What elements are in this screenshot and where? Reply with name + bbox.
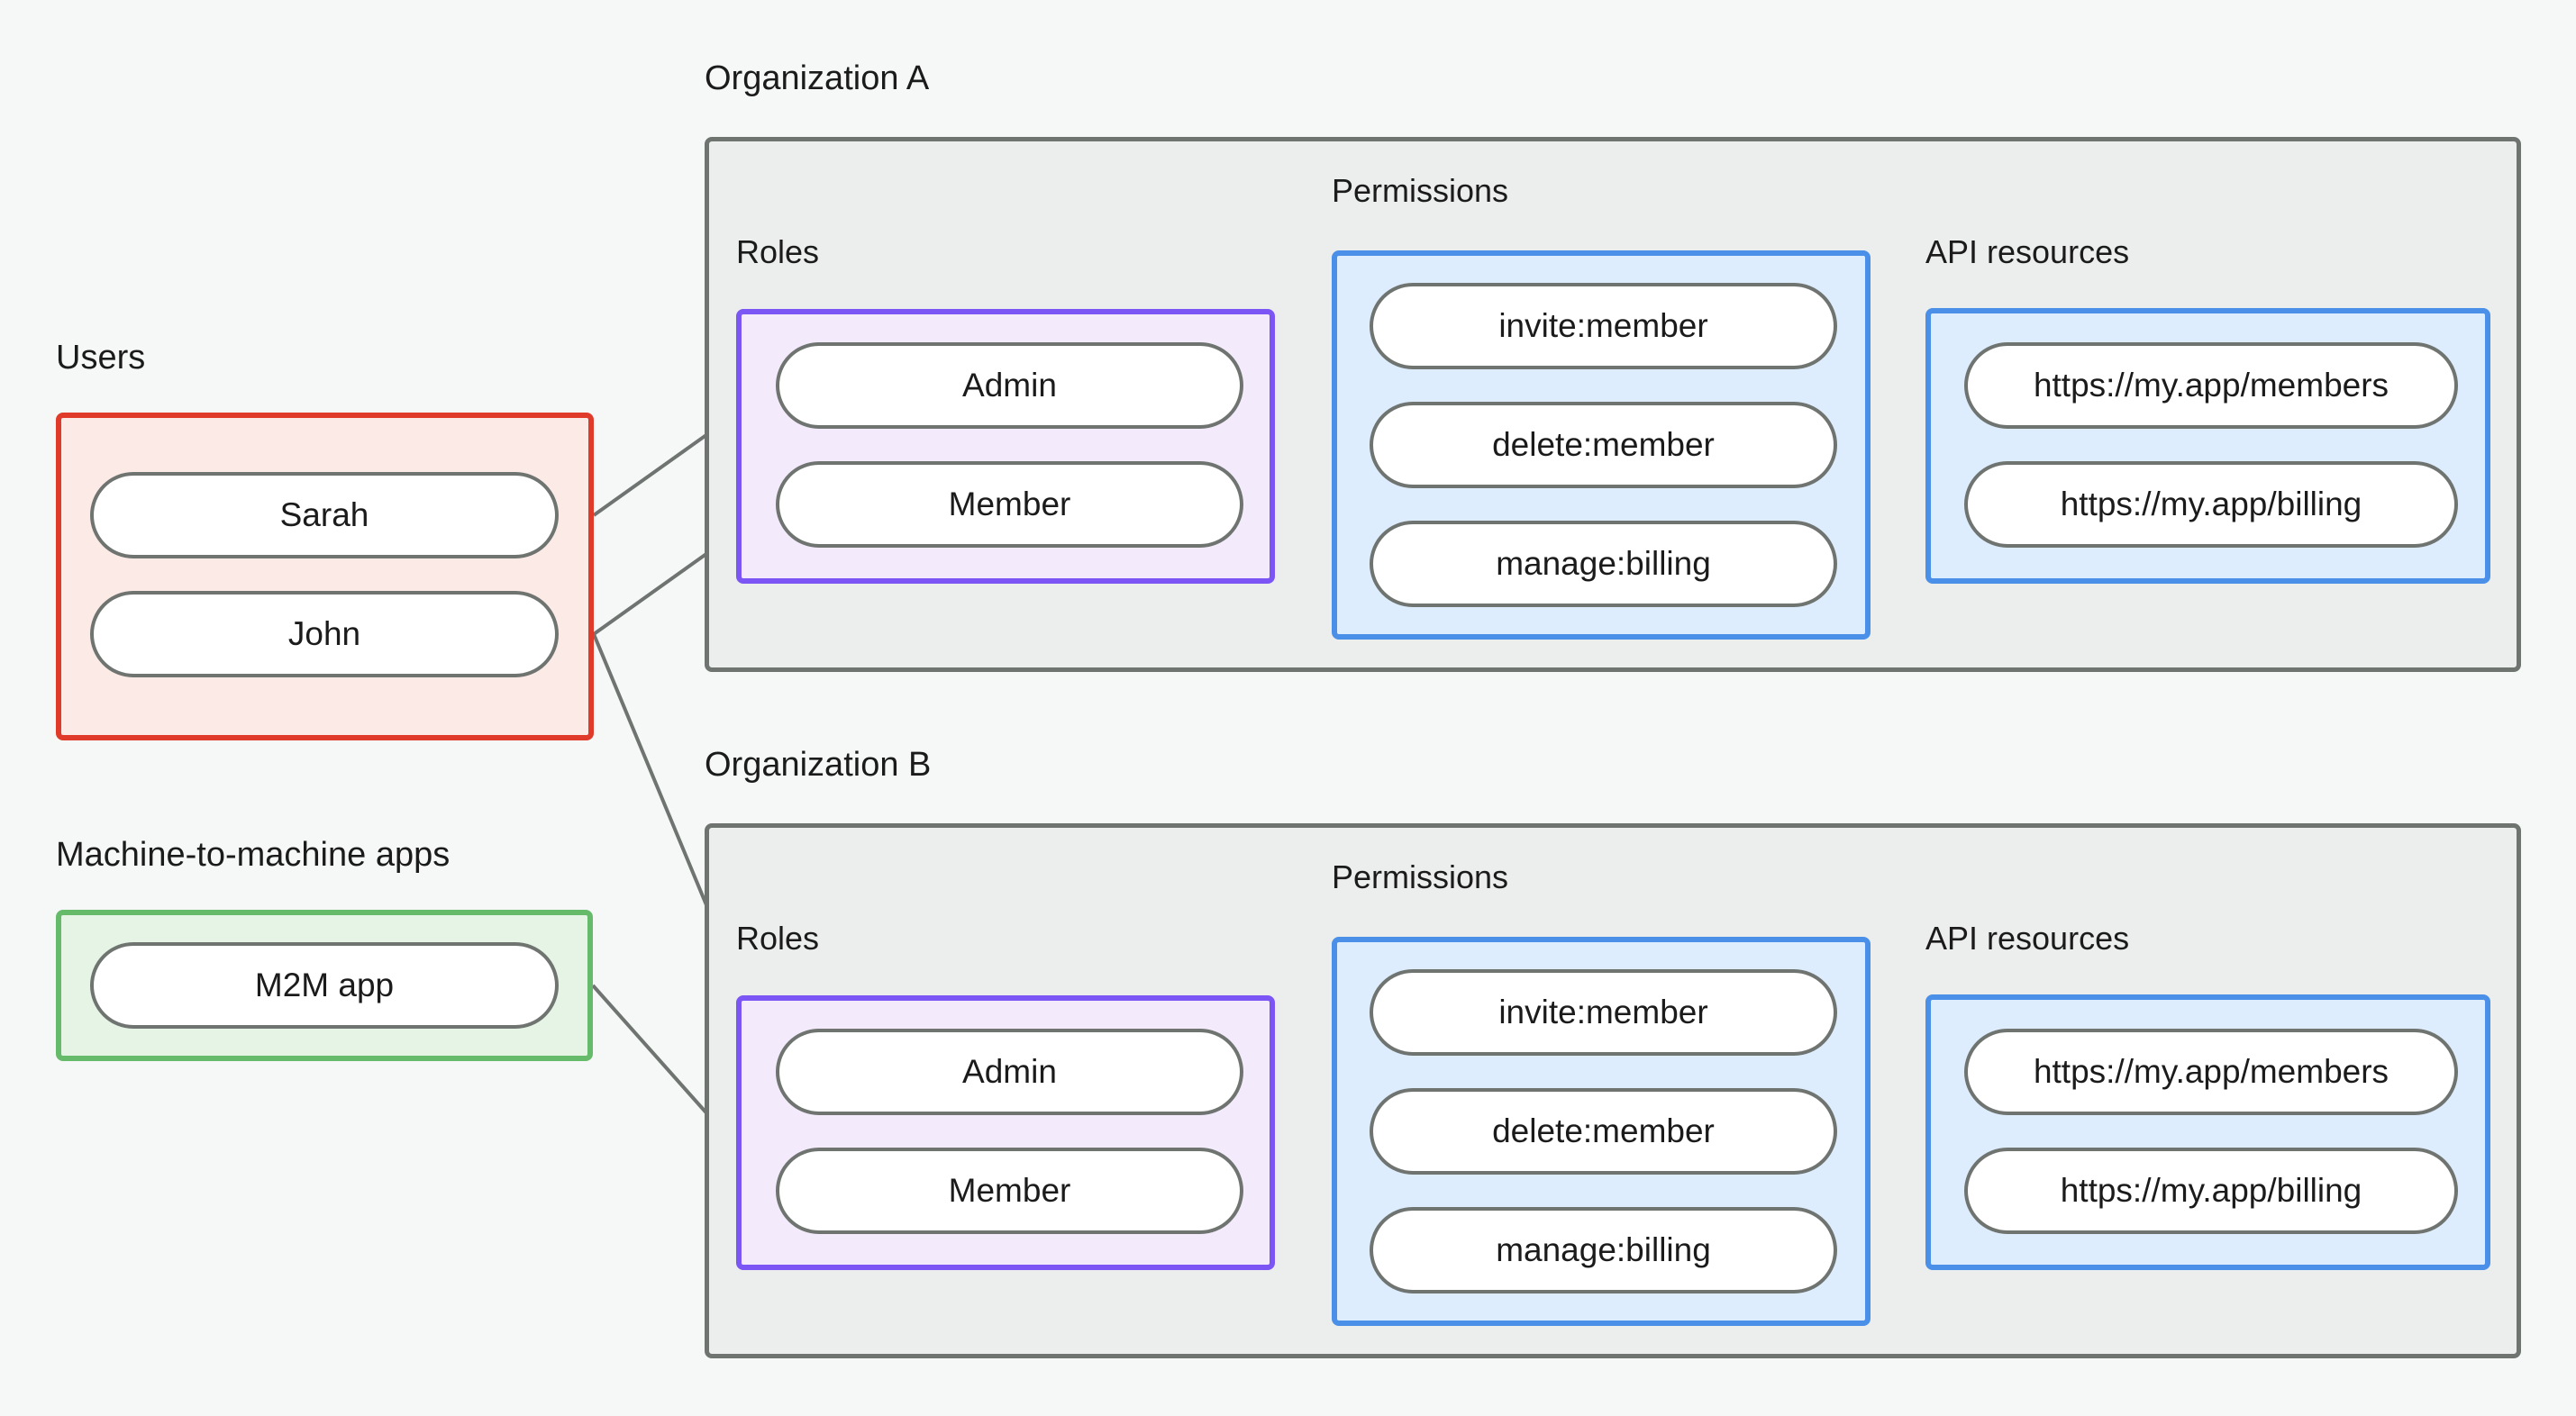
- orgB-permission-node-manage-billing[interactable]: manage:billing: [1370, 1207, 1837, 1293]
- m2m-node-app[interactable]: M2M app: [90, 942, 559, 1029]
- orgB-role-node-member[interactable]: Member: [776, 1148, 1243, 1234]
- orgB-permissions-label: Permissions: [1332, 858, 1509, 895]
- orgA-role-node-admin[interactable]: Admin: [776, 342, 1243, 429]
- orgB-roles-label: Roles: [736, 920, 820, 957]
- user-node-sarah[interactable]: Sarah: [90, 472, 559, 558]
- orgA-roles-label: Roles: [736, 233, 820, 270]
- orgB-api-node-members[interactable]: https://my.app/members: [1964, 1029, 2458, 1115]
- user-node-john[interactable]: John: [90, 591, 559, 677]
- orgB-permission-node-delete-member[interactable]: delete:member: [1370, 1088, 1837, 1175]
- orgB-role-node-admin[interactable]: Admin: [776, 1029, 1243, 1115]
- orgA-permissions-label: Permissions: [1332, 172, 1509, 209]
- organization-b-label: Organization B: [705, 746, 932, 784]
- orgA-permission-node-delete-member[interactable]: delete:member: [1370, 402, 1837, 488]
- m2m-group-label: Machine-to-machine apps: [56, 836, 451, 874]
- orgA-api-resources-label: API resources: [1925, 233, 2130, 270]
- orgA-api-node-billing[interactable]: https://my.app/billing: [1964, 461, 2458, 548]
- users-group-box: [56, 413, 594, 740]
- organization-a-label: Organization A: [705, 59, 930, 97]
- orgB-api-node-billing[interactable]: https://my.app/billing: [1964, 1148, 2458, 1234]
- users-group-label: Users: [56, 339, 146, 377]
- orgA-permission-node-manage-billing[interactable]: manage:billing: [1370, 521, 1837, 607]
- orgB-permission-node-invite-member[interactable]: invite:member: [1370, 969, 1837, 1056]
- orgA-api-node-members[interactable]: https://my.app/members: [1964, 342, 2458, 429]
- orgB-api-resources-label: API resources: [1925, 920, 2130, 957]
- orgA-permission-node-invite-member[interactable]: invite:member: [1370, 283, 1837, 369]
- orgA-role-node-member[interactable]: Member: [776, 461, 1243, 548]
